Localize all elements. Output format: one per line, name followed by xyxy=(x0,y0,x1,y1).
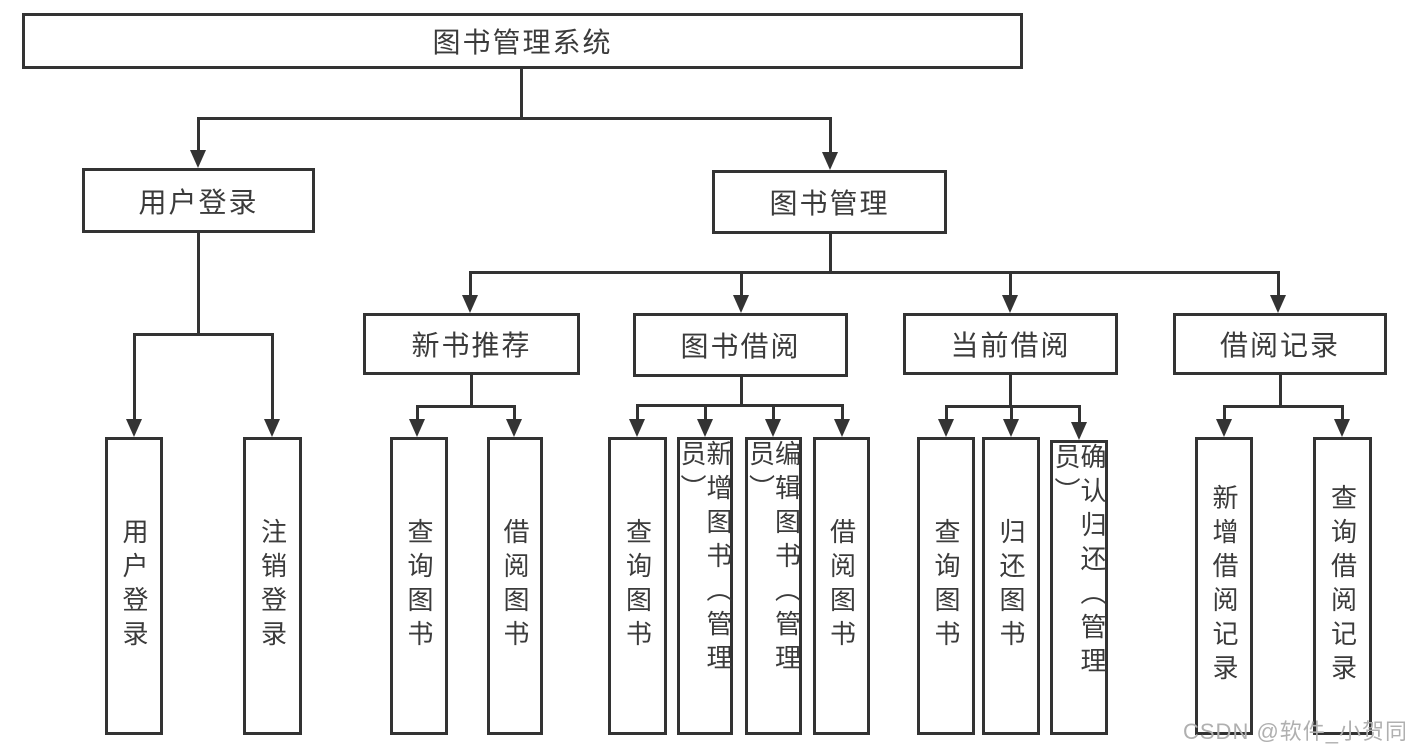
node-book-management-label: 图书管理 xyxy=(769,188,890,219)
leaf-borrow-books: 借阅图书 xyxy=(813,437,870,735)
arrowhead-query-borrow-record xyxy=(1334,419,1350,437)
arrow-shaft-borrow-books-recommend xyxy=(513,405,516,421)
node-new-book-recommend-label: 新书推荐 xyxy=(411,330,532,361)
arrowhead-borrow-books xyxy=(834,419,850,437)
connector-level2-hline xyxy=(469,271,1280,274)
arrow-shaft-confirm-return xyxy=(1078,405,1081,424)
arrowhead-add-borrow-record xyxy=(1216,419,1232,437)
connector-book-borrow-stub xyxy=(740,374,743,407)
leaf-user-login: 用户登录 xyxy=(105,437,163,735)
leaf-query-books-current: 查询图书 xyxy=(917,437,975,735)
leaf-query-books-borrow: 查询图书 xyxy=(608,437,667,735)
leaf-logout: 注销登录 xyxy=(243,437,302,735)
connector-current-borrow-stub xyxy=(1009,372,1012,407)
leaf-return-books: 归还图书 xyxy=(982,437,1040,735)
connector-new-book-stub xyxy=(470,372,473,407)
csdn-watermark: CSDN @软件_小贺同学 xyxy=(1183,719,1405,744)
arrow-shaft-add-borrow-record xyxy=(1223,405,1226,421)
node-library-system: 图书管理系统 xyxy=(22,13,1023,69)
leaf-edit-book-admin-label: 编辑图书（管理员） xyxy=(745,440,802,678)
arrowhead-book-management xyxy=(822,152,838,170)
connector-user-login-stub xyxy=(197,230,200,335)
arrowhead-leaf-logout xyxy=(264,419,280,437)
arrowhead-new-book-recommend xyxy=(462,295,478,313)
connector-book-borrow-hline xyxy=(636,404,843,407)
arrow-shaft-leaf-user-login xyxy=(133,333,136,421)
node-borrow-records-label: 借阅记录 xyxy=(1219,330,1340,361)
node-borrow-records: 借阅记录 xyxy=(1173,313,1387,375)
arrowhead-user-login xyxy=(190,150,206,168)
arrowhead-add-book-admin xyxy=(697,419,713,437)
leaf-query-books-recommend-label: 查询图书 xyxy=(404,518,434,654)
arrowhead-borrow-records xyxy=(1270,295,1286,313)
arrowhead-query-books-recommend xyxy=(409,419,425,437)
leaf-add-borrow-record: 新增借阅记录 xyxy=(1195,437,1253,735)
leaf-query-borrow-record-label: 查询借阅记录 xyxy=(1327,484,1358,688)
arrowhead-confirm-return xyxy=(1071,422,1087,440)
node-user-login: 用户登录 xyxy=(82,168,315,233)
arrow-shaft-query-books-recommend xyxy=(416,405,419,421)
leaf-edit-book-admin: 编辑图书（管理员） xyxy=(745,437,802,735)
arrow-shaft-query-books-current xyxy=(945,405,948,421)
leaf-borrow-books-recommend-label: 借阅图书 xyxy=(500,518,530,654)
connector-new-book-hline xyxy=(416,405,516,408)
arrow-shaft-book-management xyxy=(829,117,832,154)
connector-borrow-records-hline xyxy=(1223,405,1344,408)
leaf-logout-label: 注销登录 xyxy=(257,518,288,654)
arrow-shaft-query-borrow-record xyxy=(1341,405,1344,421)
arrowhead-borrow-books-recommend xyxy=(506,419,522,437)
connector-root-stub xyxy=(520,66,523,117)
arrow-shaft-return-books xyxy=(1010,405,1013,421)
leaf-add-borrow-record-label: 新增借阅记录 xyxy=(1209,484,1239,688)
node-book-borrow: 图书借阅 xyxy=(633,313,848,377)
leaf-confirm-return-admin: 确认归还（管理员） xyxy=(1050,440,1108,735)
leaf-add-book-admin: 新增图书（管理员） xyxy=(677,437,733,735)
leaf-borrow-books-label: 借阅图书 xyxy=(826,518,857,654)
leaf-user-login-label: 用户登录 xyxy=(119,518,149,654)
arrow-shaft-book-borrow xyxy=(740,271,743,297)
arrow-shaft-leaf-logout xyxy=(271,333,274,421)
leaf-query-borrow-record: 查询借阅记录 xyxy=(1313,437,1372,735)
node-new-book-recommend: 新书推荐 xyxy=(363,313,580,375)
arrow-shaft-new-book-recommend xyxy=(469,271,472,297)
arrowhead-leaf-user-login xyxy=(126,419,142,437)
connector-user-login-hline xyxy=(133,333,274,336)
arrow-shaft-user-login xyxy=(197,117,200,152)
leaf-query-books-current-label: 查询图书 xyxy=(931,518,961,654)
leaf-query-books-borrow-label: 查询图书 xyxy=(622,518,653,654)
connector-level1-hline xyxy=(197,117,832,120)
node-current-borrow: 当前借阅 xyxy=(903,313,1118,375)
arrow-shaft-borrow-records xyxy=(1277,271,1280,297)
leaf-add-book-admin-label: 新增图书（管理员） xyxy=(677,440,733,678)
node-current-borrow-label: 当前借阅 xyxy=(950,330,1071,361)
arrowhead-query-books-current xyxy=(938,419,954,437)
leaf-confirm-return-admin-label: 确认归还（管理员） xyxy=(1051,443,1107,681)
arrowhead-query-books-borrow xyxy=(629,419,645,437)
connector-book-management-stub xyxy=(829,231,832,273)
arrow-shaft-edit-book-admin xyxy=(772,404,775,421)
leaf-return-books-label: 归还图书 xyxy=(996,518,1026,654)
arrow-shaft-borrow-books xyxy=(841,404,844,421)
arrow-shaft-current-borrow xyxy=(1009,271,1012,297)
node-user-login-label: 用户登录 xyxy=(138,186,259,218)
node-book-borrow-label: 图书借阅 xyxy=(680,331,801,362)
arrow-shaft-query-books-borrow xyxy=(636,404,639,421)
node-library-system-label: 图书管理系统 xyxy=(432,27,613,58)
leaf-query-books-recommend: 查询图书 xyxy=(390,437,448,735)
arrowhead-book-borrow xyxy=(733,295,749,313)
arrowhead-current-borrow xyxy=(1002,295,1018,313)
node-book-management: 图书管理 xyxy=(712,170,947,234)
arrow-shaft-add-book-admin xyxy=(704,404,707,421)
leaf-borrow-books-recommend: 借阅图书 xyxy=(487,437,543,735)
arrowhead-edit-book-admin xyxy=(765,419,781,437)
connector-borrow-records-stub xyxy=(1279,372,1282,407)
arrowhead-return-books xyxy=(1003,419,1019,437)
